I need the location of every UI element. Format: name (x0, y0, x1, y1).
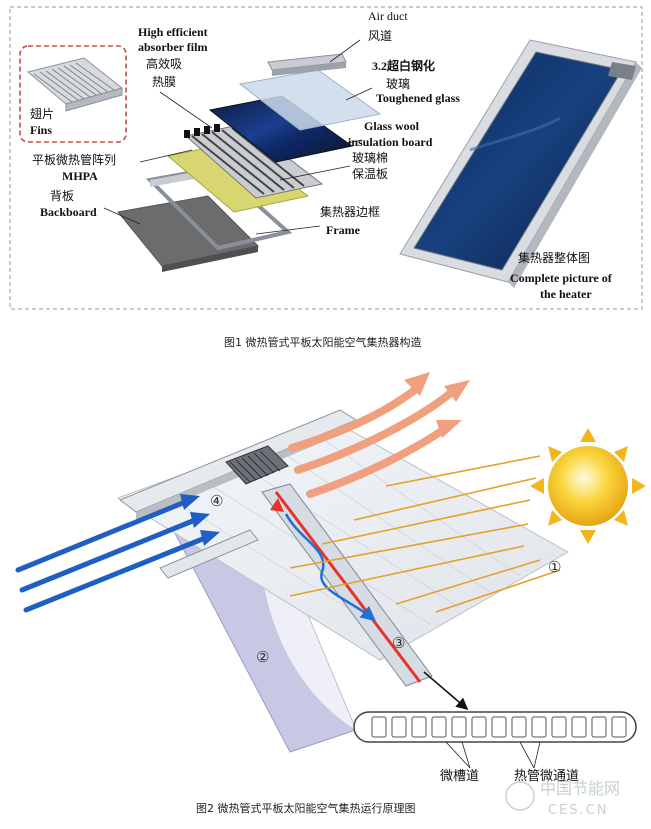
red-heat-line (274, 491, 422, 683)
marker-2: ② (256, 648, 269, 666)
label-wool-en1: Glass wool (364, 119, 420, 133)
label-wool-en2: insulation board (348, 135, 433, 149)
blue-flow-path (284, 513, 376, 622)
label-glass-en: Toughened glass (376, 91, 460, 105)
label-glass-cn2: 玻璃 (386, 77, 410, 91)
figure-1: Air duct 风道 High efficient absorber film… (9, 6, 643, 310)
absorber-film-layer (208, 95, 354, 163)
cold-air-arrows (15, 497, 213, 613)
label-mhpa-en: MHPA (62, 169, 98, 183)
watermark-cn: 中国节能网 (540, 779, 620, 798)
fins-inset (19, 45, 127, 143)
marker-3: ③ (392, 634, 405, 652)
label-air-duct-cn: 风道 (368, 29, 392, 43)
label-fins-en: Fins (30, 123, 52, 137)
label-heater-en2: the heater (540, 287, 592, 301)
label-wool-cn2: 保温板 (352, 167, 388, 181)
label-groove: 微槽道 (440, 768, 479, 783)
watermark-en: CES.CN (548, 803, 608, 818)
heater-complete-picture (399, 39, 642, 288)
figure-1-caption: 图1 微热管式平板太阳能空气集热器构造 (224, 335, 422, 349)
label-micro-channel: 热管微通道 (514, 768, 579, 783)
sun-icon (530, 428, 646, 544)
watermark: 中国节能网 CES.CN (505, 779, 620, 818)
detail-pointer (423, 671, 469, 710)
micro-channel-detail (353, 711, 637, 769)
figure-2: 微槽道 热管微通道 ① ② ③ ④ (15, 372, 646, 783)
label-air-duct-en: Air duct (368, 9, 408, 23)
label-fins-cn: 翅片 (30, 106, 54, 121)
sun-rays (289, 455, 561, 613)
hot-air-arrows (288, 382, 456, 498)
air-duct-part (267, 53, 347, 76)
marker-4: ④ (210, 492, 223, 510)
figure-2-caption: 图2 微热管式平板太阳能空气集热运行原理图 (196, 801, 416, 815)
label-frame-cn: 集热器边框 (320, 204, 380, 219)
label-mhpa-cn: 平板微热管阵列 (32, 152, 116, 167)
label-glass-cn1: 3.2超白钢化 (372, 58, 435, 73)
label-back-cn: 背板 (50, 189, 74, 203)
leader-lines (103, 39, 373, 235)
heat-pipe-strip (261, 483, 469, 710)
label-wool-cn1: 玻璃棉 (352, 151, 388, 165)
label-absorber-en2: absorber film (138, 40, 207, 54)
label-frame-en: Frame (326, 223, 361, 237)
mhpa-layer (184, 123, 324, 199)
marker-1: ① (548, 558, 561, 576)
fig1-dashed-border (9, 6, 643, 310)
label-back-en: Backboard (40, 205, 97, 219)
watermark-logo-icon (505, 781, 535, 811)
label-heater-cn: 集热器整体图 (518, 250, 590, 265)
bottom-air-duct (159, 529, 259, 579)
exploded-assembly (117, 53, 382, 272)
label-heater-en1: Complete picture of (510, 271, 613, 285)
label-absorber-en1: High efficient (138, 25, 208, 39)
label-absorber-cn1: 高效吸 (146, 56, 182, 71)
fins-inset-border (19, 45, 127, 143)
toughened-glass-layer (238, 69, 382, 131)
label-absorber-cn2: 热膜 (152, 75, 176, 89)
